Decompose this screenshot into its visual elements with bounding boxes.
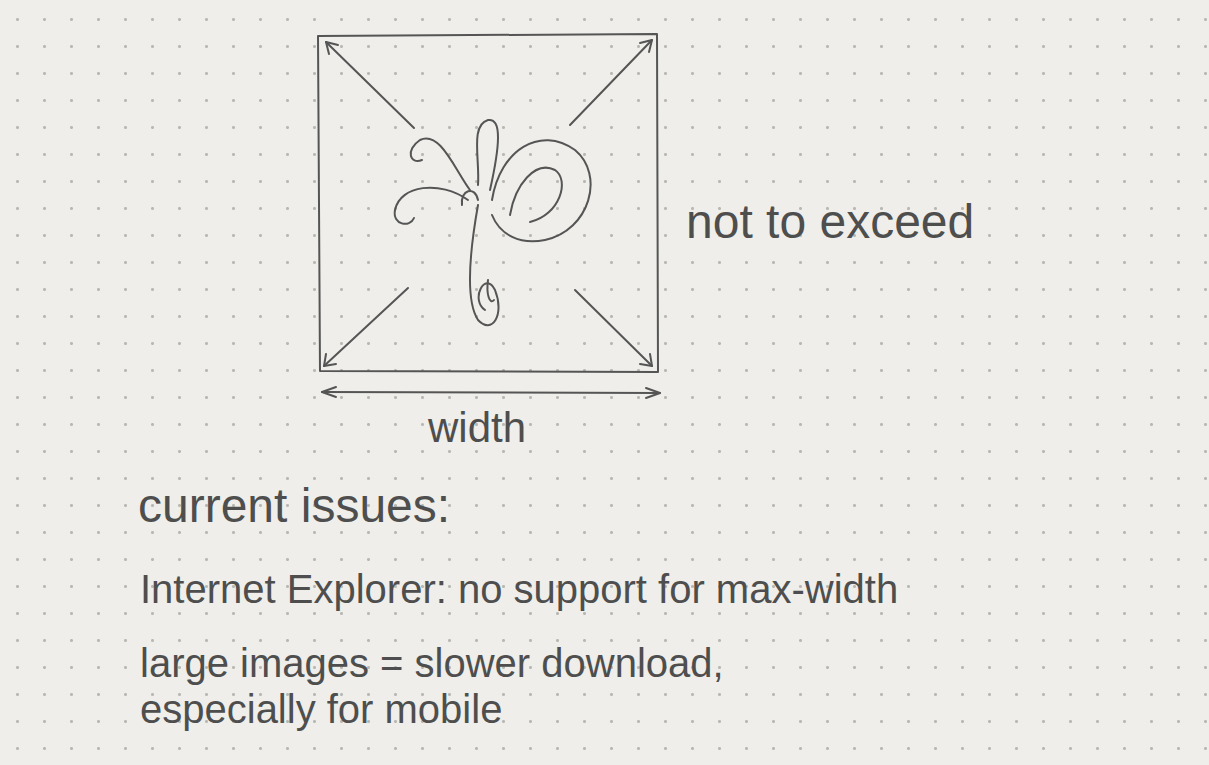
- image-frame: [318, 34, 658, 372]
- dimension-label: width: [428, 404, 526, 452]
- width-dimension: [322, 387, 660, 398]
- resize-arrow: [324, 288, 408, 366]
- issue-note: large images = slower download, especial…: [140, 640, 880, 732]
- butterfly-logo: [395, 120, 591, 325]
- resize-arrow: [570, 40, 652, 125]
- section-heading: current issues:: [138, 478, 450, 533]
- issue-note: Internet Explorer: no support for max-wi…: [140, 566, 898, 612]
- dimension-note: not to exceed: [686, 194, 974, 249]
- resize-arrow: [326, 42, 414, 128]
- resize-arrow: [575, 290, 652, 366]
